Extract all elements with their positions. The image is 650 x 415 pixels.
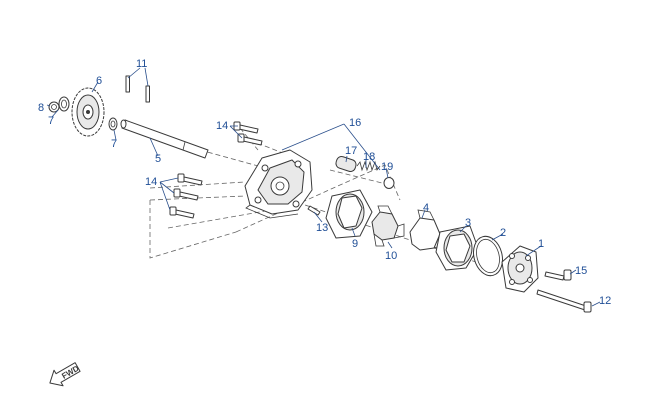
part-11-dowel-pins <box>125 75 150 103</box>
part-18-spring <box>356 160 381 172</box>
callout-13: 13 <box>316 222 328 234</box>
callout-1: 1 <box>538 238 544 250</box>
callout-11: 11 <box>136 58 147 70</box>
part-9-outer-rotor <box>325 189 373 239</box>
part-14-bolts-lower <box>169 173 203 219</box>
part-1-cover <box>501 245 539 293</box>
callout-15: 15 <box>575 265 587 277</box>
part-14-bolts-upper <box>233 121 263 146</box>
callout-19: 19 <box>381 161 393 173</box>
part-17-plunger <box>335 156 357 172</box>
part-5-shaft <box>120 119 209 159</box>
callout-7-right: 7 <box>111 138 117 150</box>
callout-4: 4 <box>423 202 429 214</box>
callout-18: 18 <box>363 151 375 163</box>
part-12-long-bolt <box>536 289 592 313</box>
part-7-circlip-left <box>58 96 70 112</box>
callout-16: 16 <box>349 117 361 129</box>
part-3-outer-rotor <box>435 225 479 271</box>
part-2-o-ring <box>473 235 503 277</box>
callout-8: 8 <box>38 102 44 114</box>
part-6-sprocket <box>71 87 105 137</box>
callout-14-lower: 14 <box>145 176 157 188</box>
callout-17: 17 <box>345 145 357 157</box>
part-15-bolt <box>544 269 572 281</box>
callout-2: 2 <box>500 227 506 239</box>
part-16-pump-housing <box>244 149 313 219</box>
callout-7-left: 7 <box>48 115 54 127</box>
callout-3: 3 <box>465 217 471 229</box>
part-19-cap <box>383 177 395 189</box>
callout-9: 9 <box>352 238 358 250</box>
callout-5: 5 <box>155 153 161 165</box>
callout-12: 12 <box>599 295 611 307</box>
part-10-inner-rotor <box>371 205 405 247</box>
fwd-arrow: FWD <box>49 362 81 387</box>
part-7-circlip-right <box>108 117 118 131</box>
callout-14-upper: 14 <box>216 120 228 132</box>
part-13-pin <box>307 205 321 216</box>
callout-labels: 1 2 3 4 5 6 7 7 8 9 10 11 12 13 14 14 15… <box>38 58 611 307</box>
leader-lines <box>46 67 601 307</box>
callout-10: 10 <box>385 250 397 262</box>
callout-6: 6 <box>96 75 102 87</box>
